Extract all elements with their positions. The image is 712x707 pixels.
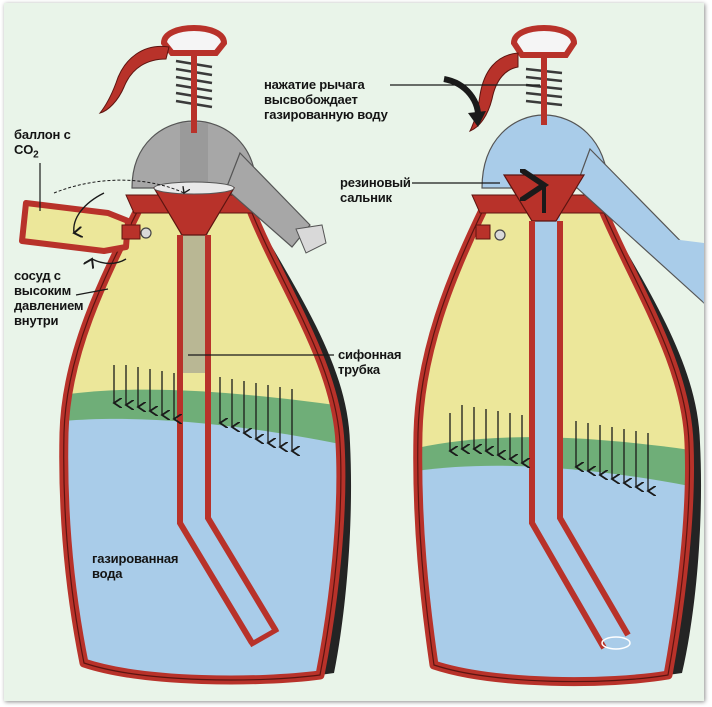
label-rubber-seal: резиновый сальник xyxy=(340,175,411,205)
label-lever-press: нажатие рычага высвобождает газированную… xyxy=(264,77,388,122)
bottle-shadow xyxy=(250,208,352,675)
soda-siphon-diagram xyxy=(19,25,704,687)
valve-stem xyxy=(541,53,547,125)
leader-lines xyxy=(39,84,540,356)
pressure-arrows-left xyxy=(114,365,292,451)
valve-cap xyxy=(510,25,578,58)
clamp-screw xyxy=(494,229,506,241)
label-co2-canister: баллон с CO2 xyxy=(14,127,71,161)
spout xyxy=(225,151,311,248)
siphon-column xyxy=(180,123,208,373)
label-pressure-vessel: сосуд с высоким давлением внутри xyxy=(14,268,84,328)
left-siphon xyxy=(19,25,352,685)
siphon-tube-right xyxy=(205,235,279,633)
spout xyxy=(575,147,704,304)
siphon-tube-end xyxy=(248,626,280,648)
bottle-wall-outline xyxy=(417,207,691,683)
label-siphon-tube: сифонная трубка xyxy=(338,347,402,377)
tube-inlet-ring xyxy=(601,636,631,650)
valve-stem xyxy=(191,53,197,133)
label-carbonated-water: газированная вода xyxy=(92,551,179,581)
seal-top xyxy=(153,181,235,195)
water-volume xyxy=(63,418,341,680)
valve-cap xyxy=(160,25,228,56)
pressure-arrows-right xyxy=(450,405,648,491)
bottle-shadow xyxy=(602,208,702,675)
lever xyxy=(98,45,170,114)
water-stream xyxy=(664,238,704,303)
siphon-tube-right xyxy=(557,221,631,637)
siphon-tube-left xyxy=(177,235,255,645)
insert-arrow xyxy=(53,179,184,193)
diagram-frame: баллон с CO2 сосуд с высоким давлением в… xyxy=(4,3,704,701)
bottle-wall-outline xyxy=(63,207,342,681)
siphon-tube-left xyxy=(529,221,607,650)
canister-clamp xyxy=(475,224,491,240)
leader-vessel xyxy=(75,288,109,296)
spout-tip xyxy=(295,224,327,254)
turn-arrow-top xyxy=(74,192,105,233)
press-arrow-head xyxy=(468,111,486,127)
turn-arrow-bottom xyxy=(92,259,127,264)
right-siphon xyxy=(413,25,704,687)
